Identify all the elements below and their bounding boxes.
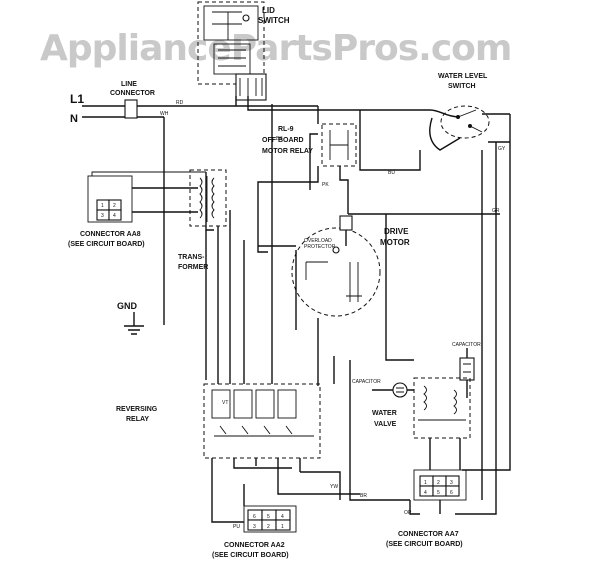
wire-code-or: OR: [404, 510, 412, 516]
lid-switch: [197, 1, 267, 101]
transformer: [189, 169, 227, 227]
wire-code-wh: WH: [160, 111, 169, 117]
aa2-pin-5: 5: [267, 514, 270, 520]
wire-code-vt: VT: [222, 400, 228, 406]
transformer-label: TRANS- FORMER: [178, 254, 208, 271]
water-level-switch-label: WATER LEVEL SWITCH: [438, 73, 489, 90]
aa2-pin-2: 2: [267, 524, 270, 530]
n-label: N: [70, 113, 78, 125]
wire-code-pk: PK: [322, 182, 329, 188]
wire-code-bk: BK: [276, 136, 283, 142]
connector-aa8-label: CONNECTOR AA8 (SEE CIRCUIT BOARD): [68, 231, 145, 248]
l1-label: L1: [70, 92, 84, 106]
aa2-pin-1: 1: [281, 524, 284, 530]
gnd-label: GND: [117, 301, 138, 311]
reversing-relay-label: REVERSING RELAY: [116, 406, 159, 423]
overload-protector-label: OVERLOAD PROTECTOR: [304, 238, 336, 250]
water-valve-label: WATER VALVE: [372, 410, 399, 428]
aa7-pin-6: 6: [450, 490, 453, 496]
capacitor-left-label: CAPACITOR: [352, 379, 381, 385]
relay-feed-wires: [205, 210, 245, 384]
connector-aa7-label: CONNECTOR AA7 (SEE CIRCUIT BOARD): [386, 531, 463, 548]
capacitor-right: [459, 348, 475, 398]
motor-lead: [257, 246, 268, 253]
wire-code-yw: YW: [330, 484, 338, 490]
right-wire-gy: [462, 114, 511, 471]
aa8-pin-1: 1: [101, 203, 104, 209]
aa7-pin-3: 3: [450, 480, 453, 486]
relay-out-gy: [300, 471, 341, 500]
lid-switch-label: LID SWITCH: [258, 6, 290, 25]
capacitor-right-label: CAPACITOR: [452, 342, 481, 348]
reversing-relay: [203, 383, 321, 478]
relay-to-aa7: [349, 360, 410, 501]
wire-code-br: BR: [360, 493, 367, 499]
off-board-relay-label: RL-9 OFF BOARD MOTOR RELAY: [262, 126, 313, 155]
relay-out-yw: [277, 478, 360, 495]
wire-code-gy: GY: [498, 146, 506, 152]
line-connector: [82, 99, 236, 325]
water-valve: [413, 377, 471, 470]
drive-motor: [258, 215, 381, 352]
wire-code-gr: GR: [492, 208, 500, 214]
valve-feed-bu: [385, 214, 414, 361]
watermark: AppliancePartsPros.com: [40, 28, 511, 69]
aa8-pin-4: 4: [113, 213, 116, 219]
aa7-pin-4: 4: [424, 490, 427, 496]
wire-code-bu: BU: [388, 170, 395, 176]
aa2-pin-6: 6: [253, 514, 256, 520]
motor-to-relay-wires: [317, 352, 335, 386]
ground-symbol: [124, 312, 144, 335]
right-wire-gy2: [455, 142, 497, 515]
aa8-pin-2: 2: [113, 203, 116, 209]
aa7-pin-5: 5: [437, 490, 440, 496]
aa2-pin-4: 4: [281, 514, 284, 520]
connector-aa2-label: CONNECTOR AA2 (SEE CIRCUIT BOARD): [212, 542, 289, 559]
aa7-pin-1: 1: [424, 480, 427, 486]
wire-code-rd: RD: [176, 100, 184, 106]
aa8-pin-3: 3: [101, 213, 104, 219]
drive-motor-label: DRIVE MOTOR: [380, 227, 411, 247]
top-bus-wire: [235, 96, 430, 111]
water-level-switch: [429, 105, 510, 151]
capacitor-left: [372, 382, 414, 398]
wire-code-pu: PU: [233, 524, 240, 530]
connector-aa7: [409, 469, 467, 515]
line-connector-label: LINE CONNECTOR: [110, 81, 155, 97]
connector-aa2: [211, 474, 297, 533]
relay-common-wire: [359, 110, 421, 171]
aa7-pin-2: 2: [437, 480, 440, 486]
off-board-motor-relay: [257, 106, 357, 246]
connector-aa8-block: [87, 171, 214, 231]
aa2-pin-3: 3: [253, 524, 256, 530]
